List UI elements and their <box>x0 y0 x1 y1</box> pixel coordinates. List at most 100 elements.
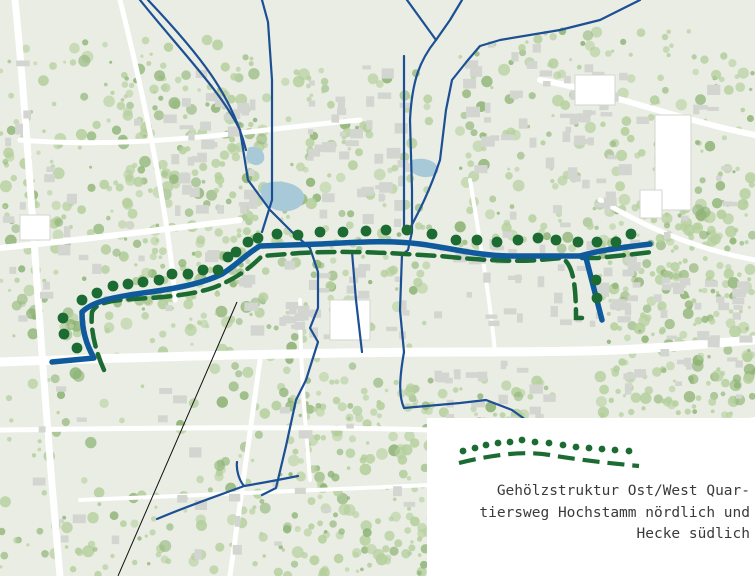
tree-dot <box>512 234 524 246</box>
tree-canopy <box>54 218 64 227</box>
tree-canopy <box>556 243 567 254</box>
building <box>357 188 366 198</box>
building <box>229 493 241 502</box>
tree-canopy <box>739 188 751 200</box>
tree-canopy <box>636 28 646 37</box>
tree-canopy <box>327 173 332 178</box>
tree-canopy <box>550 178 555 184</box>
tree-canopy <box>591 26 603 38</box>
building <box>577 113 591 123</box>
building <box>249 169 255 177</box>
tree-canopy <box>132 162 138 169</box>
tree-canopy <box>638 149 646 157</box>
building <box>679 277 691 286</box>
tree-canopy <box>333 553 344 564</box>
building <box>377 92 392 99</box>
building <box>337 100 345 110</box>
tree-canopy <box>401 444 413 456</box>
tree-canopy <box>538 228 545 235</box>
tree-canopy <box>254 430 263 439</box>
tree-canopy <box>610 322 619 331</box>
tree-dot <box>380 224 392 236</box>
tree-canopy <box>373 377 384 388</box>
tree-canopy <box>318 67 325 74</box>
tree-dot <box>58 328 70 340</box>
building <box>732 297 745 305</box>
legend-caption-line: Gehölzstruktur Ost/West Quar- <box>496 483 750 499</box>
tree-canopy <box>153 110 164 121</box>
building <box>322 193 335 203</box>
tree-canopy <box>41 490 48 496</box>
tree-canopy <box>147 562 151 566</box>
tree-canopy <box>228 143 240 156</box>
building <box>187 156 195 166</box>
tree-canopy <box>256 133 268 145</box>
tree-canopy <box>737 321 750 334</box>
boundary-line <box>350 250 364 354</box>
tree-canopy <box>133 176 144 187</box>
tree-canopy <box>406 137 418 149</box>
tree-canopy <box>465 121 475 131</box>
building <box>571 175 581 182</box>
tree-canopy <box>206 189 218 201</box>
tree-canopy <box>600 121 606 128</box>
tree-canopy <box>562 231 574 243</box>
building <box>23 110 31 119</box>
east-west-quarter-path[interactable] <box>49 238 653 365</box>
tree-dot <box>572 236 584 248</box>
building <box>366 120 373 130</box>
tree-canopy <box>728 59 737 68</box>
building <box>18 315 28 322</box>
large-building <box>19 214 51 241</box>
tree-canopy <box>701 315 709 323</box>
tree-canopy <box>498 63 511 76</box>
tree-canopy <box>196 475 204 484</box>
tree-canopy <box>367 73 379 85</box>
tree-canopy <box>327 100 335 109</box>
tree-canopy <box>706 380 711 386</box>
tree-canopy <box>501 380 512 391</box>
building <box>191 156 198 163</box>
building <box>588 110 596 115</box>
tree-canopy <box>701 287 708 294</box>
tree-canopy <box>398 469 408 479</box>
tree-canopy <box>205 324 210 329</box>
tree-canopy <box>368 279 373 285</box>
tree-dot <box>122 278 134 290</box>
building <box>604 205 611 213</box>
tree-canopy <box>465 152 472 159</box>
tree-canopy <box>201 34 213 46</box>
legend-dot <box>482 441 490 449</box>
tree-canopy <box>130 519 139 528</box>
building <box>60 535 69 543</box>
tree-canopy <box>547 62 553 68</box>
tree-canopy <box>677 213 682 218</box>
tree-canopy <box>109 511 119 521</box>
tree-canopy <box>291 546 304 559</box>
tree-canopy <box>347 147 352 151</box>
building <box>177 495 188 503</box>
large-building <box>574 74 616 106</box>
tree-canopy <box>474 412 478 417</box>
tree-canopy <box>708 318 716 325</box>
boundary-line <box>260 0 274 234</box>
tree-canopy <box>649 95 660 105</box>
tree-canopy <box>683 391 696 403</box>
building <box>564 75 571 84</box>
tree-canopy <box>744 264 755 275</box>
tree-canopy <box>661 212 673 224</box>
tree-canopy <box>728 309 734 314</box>
building <box>570 90 577 100</box>
tree-canopy <box>36 150 41 155</box>
tree-canopy <box>184 208 194 217</box>
tree-canopy <box>543 385 549 391</box>
tree-canopy <box>120 317 133 330</box>
building <box>630 239 640 247</box>
tree-canopy <box>291 512 299 519</box>
tree-canopy <box>698 288 703 293</box>
tree-canopy <box>236 233 242 238</box>
tree-dot <box>182 268 194 280</box>
building <box>306 156 314 161</box>
tree-canopy <box>330 257 337 264</box>
